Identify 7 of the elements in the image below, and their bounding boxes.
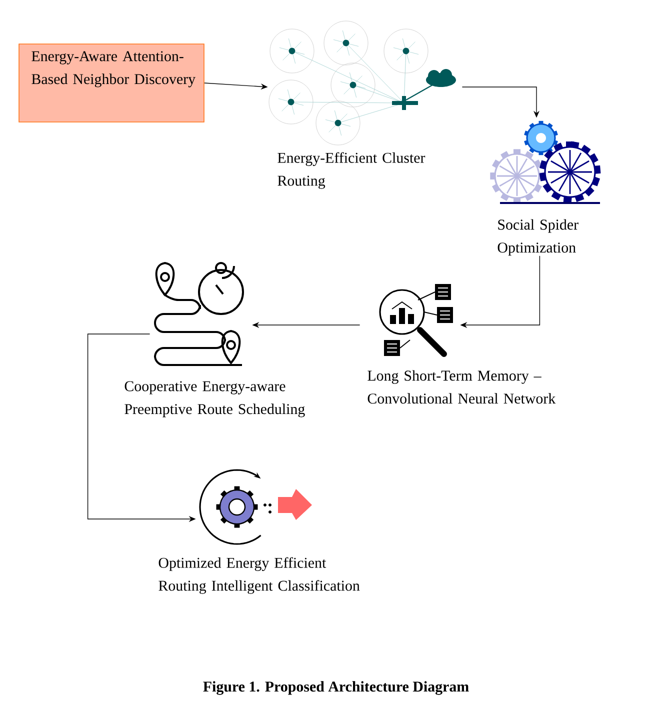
caption-text: Social Spider Optimization bbox=[498, 219, 578, 256]
caption-text: Cooperative Energy-aware Preemptive Route Scheduling bbox=[124, 381, 305, 418]
caption-text: Optimized Energy Efficient Routing Intelligent Classification bbox=[158, 557, 360, 594]
caption-text: Energy-Efficient Cluster Routing bbox=[278, 152, 426, 189]
figure-caption: Figure 1. Proposed Architecture Diagram bbox=[203, 681, 469, 695]
process-box: Energy-Aware Attention-Based Neighbor Discovery bbox=[18, 44, 204, 122]
caption-text: Long Short-Term Memory – Convolutional Neural Network bbox=[368, 370, 556, 404]
